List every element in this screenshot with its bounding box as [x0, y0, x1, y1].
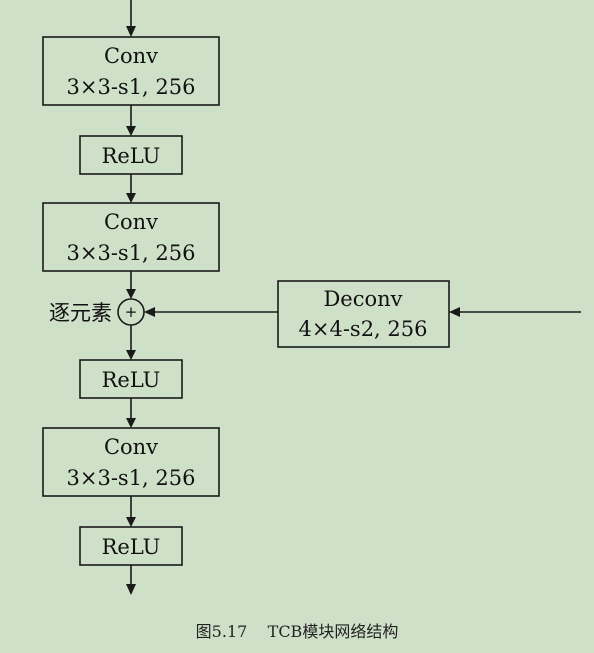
relu2-block: ReLU [79, 359, 183, 399]
conv3-block: Conv 3×3-s1, 256 [42, 427, 220, 497]
figure-caption: 图5.17 TCB模块网络结构 [195, 622, 399, 641]
input-arrowhead [126, 26, 136, 37]
conv2-block: Conv 3×3-s1, 256 [42, 202, 220, 272]
arrowhead-conv2 [126, 193, 136, 203]
arrowhead-relu1 [126, 126, 136, 136]
relu1-block: ReLU [79, 135, 183, 175]
elementwise-sum-node: + [117, 298, 145, 326]
arrowhead-conv3 [126, 418, 136, 428]
conv2-title: Conv [104, 210, 158, 234]
relu1-label: ReLU [102, 144, 161, 168]
arrowhead-deconv-sum [144, 307, 155, 317]
conv3-params: 3×3-s1, 256 [67, 466, 196, 490]
conv1-title: Conv [104, 44, 158, 68]
arrowhead-sum [126, 289, 136, 299]
relu3-block: ReLU [79, 526, 183, 566]
arrowhead-relu2 [126, 350, 136, 360]
deconv-params: 4×4-s2, 256 [299, 317, 428, 341]
elementwise-label: 逐元素 [49, 301, 112, 325]
deconv-input-arrowhead [449, 307, 460, 317]
relu3-label: ReLU [102, 535, 161, 559]
arrowhead-relu3 [126, 517, 136, 527]
conv3-title: Conv [104, 435, 158, 459]
conv1-block: Conv 3×3-s1, 256 [42, 36, 220, 106]
deconv-block: Deconv 4×4-s2, 256 [277, 280, 450, 348]
tcb-block-diagram: Conv 3×3-s1, 256 ReLU Conv 3×3-s1, 256 +… [42, 0, 581, 595]
deconv-title: Deconv [323, 287, 402, 311]
conv1-params: 3×3-s1, 256 [67, 75, 196, 99]
conv2-params: 3×3-s1, 256 [67, 241, 196, 265]
relu2-label: ReLU [102, 368, 161, 392]
plus-symbol: + [125, 303, 138, 321]
output-arrowhead [126, 584, 136, 595]
